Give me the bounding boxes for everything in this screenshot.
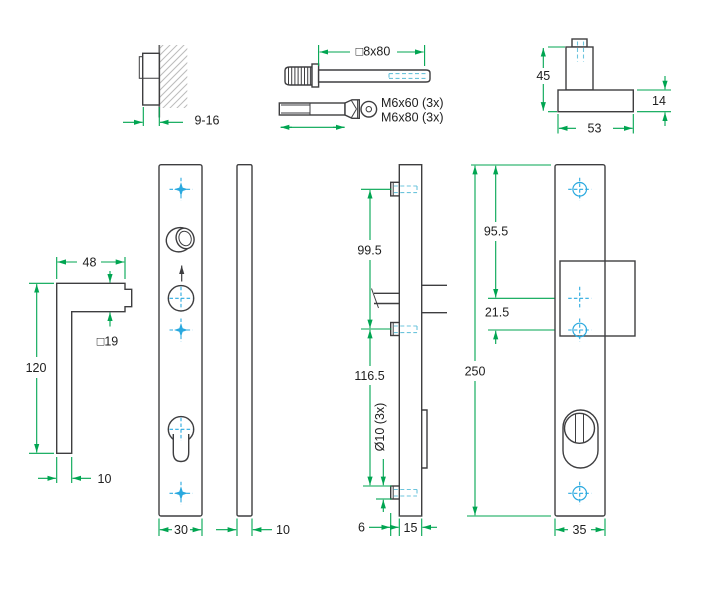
cylinder-rosette	[562, 409, 599, 469]
mount-plate-outline	[398, 163, 423, 517]
boss-top	[390, 181, 401, 197]
m6-screw: M6x60 (3x) M6x80 (3x)	[278, 96, 444, 130]
handle-neck-lines	[421, 284, 447, 314]
dim-hub-height	[540, 46, 565, 113]
rosette-bump-side	[421, 409, 428, 469]
hub-base-square	[559, 260, 636, 337]
dim-security-plate-width	[554, 518, 606, 536]
dim-base-width	[557, 114, 634, 134]
rosette-slot	[575, 414, 584, 443]
break-line	[371, 288, 379, 309]
label-top-to-handle: 95.5	[484, 225, 508, 239]
label-hole-pitch-upper: 99.5	[357, 244, 381, 258]
dim-plate-width	[158, 518, 203, 536]
label-m6x60: M6x60 (3x)	[381, 96, 444, 110]
label-hole-pitch-lower: 116.5	[354, 369, 384, 383]
dim-boss-protrusion-and-depth	[369, 513, 437, 536]
screw-head	[344, 99, 360, 119]
label-boss-protrusion: 6	[358, 521, 365, 535]
lever-outline	[56, 282, 133, 454]
fitting-body	[141, 52, 160, 106]
label-plate-depth: 15	[404, 521, 418, 535]
plate-side-view: 10	[216, 163, 290, 537]
security-plate: 35	[554, 163, 636, 537]
spindle-screw: □8x80	[284, 45, 431, 88]
spindle-collar	[311, 63, 320, 88]
label-hub-height: 45	[536, 69, 550, 83]
dim-lever-length	[29, 282, 54, 454]
dim-boss-diameter	[376, 459, 392, 512]
hub-hidden-hole	[576, 41, 585, 62]
handle-hub-side-view: 45 14 53	[536, 38, 671, 136]
label-boss-diameter: Ø10 (3x)	[373, 403, 387, 452]
label-base-thickness: 14	[652, 94, 666, 108]
lever-handle: 48 □19 120 10	[26, 256, 133, 486]
plate-side-outline	[236, 163, 253, 517]
wall-hatching	[159, 45, 188, 108]
plate-outline	[158, 163, 203, 517]
door-section-detail: 9-16	[123, 45, 220, 127]
hub-cylinder	[565, 46, 594, 91]
cover-ring	[165, 226, 195, 253]
label-plate-side-thickness: 10	[276, 523, 290, 537]
spindle-hidden-hole	[388, 73, 426, 79]
dim-hole-pitch-upper	[361, 188, 392, 330]
dim-lever-arm	[56, 257, 126, 279]
spindle-shaft	[317, 69, 431, 83]
label-plate-height: 250	[465, 365, 486, 379]
boss-mid	[390, 321, 401, 337]
label-handle-to-hole: 21.5	[485, 306, 509, 320]
hub-cap	[571, 38, 588, 48]
rosette-core	[563, 412, 596, 444]
screw-head-end-view	[360, 100, 378, 118]
dim-hole-pitch-lower	[363, 329, 392, 487]
dim-right-chain	[467, 164, 578, 517]
label-spindle-dim: □8x80	[356, 45, 391, 59]
hub-base	[557, 89, 635, 113]
dim-base-thickness	[637, 76, 671, 126]
dim-door-gap	[123, 107, 183, 126]
euro-cylinder-slot	[172, 434, 190, 463]
label-lever-square: □19	[97, 335, 119, 349]
label-m6x80: M6x80 (3x)	[381, 111, 444, 125]
label-door-gap: 9-16	[194, 113, 219, 127]
plate-front-view: 30	[158, 163, 203, 537]
label-security-plate-width: 35	[573, 523, 587, 537]
mounting-side-view: 99.5 116.5 Ø10 (3x) 6 15 95	[354, 163, 578, 536]
boss-bottom	[390, 485, 401, 500]
label-lever-length: 120	[26, 361, 47, 375]
label-base-width: 53	[588, 122, 602, 136]
dim-plate-side-thickness	[216, 518, 272, 536]
label-lever-arm: 48	[83, 256, 97, 270]
dim-spindle	[318, 45, 426, 66]
label-plate-width: 30	[174, 523, 188, 537]
label-lever-thickness: 10	[98, 472, 112, 486]
spindle-stub	[374, 292, 400, 305]
dim-lever-thickness	[38, 457, 91, 483]
